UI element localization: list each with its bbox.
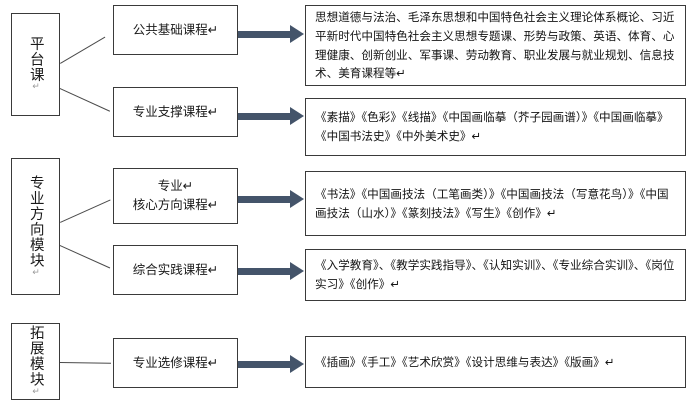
arrow-major-elective [238, 355, 304, 373]
module-pilcrow-extension: ↵ [31, 387, 41, 398]
category-box-public-basic[interactable]: 公共基础课程↵ [113, 5, 238, 55]
arrow-core-direction [238, 190, 304, 208]
category-label-core-direction-line2: 核心方向课程↵ [132, 197, 219, 212]
arrow-public-basic [238, 25, 304, 43]
detail-box-comprehensive-practice-courses[interactable]: 《入学教育》、《教学实践指导》、《认知实训》、《专业综合实训》、《岗位实习》《创… [305, 249, 686, 301]
category-label-public-basic: 公共基础课程↵ [132, 21, 219, 37]
detail-text-comprehensive-practice-courses: 《入学教育》、《教学实践指导》、《认知实训》、《专业综合实训》、《岗位实习》《创… [315, 258, 675, 291]
module-pilcrow-platform: ↵ [31, 82, 41, 94]
detail-box-major-support-courses[interactable]: 《素描》《色彩》《线描》《中国画临摹（芥子园画谱）》《中国画临摹》《中国书法史》… [305, 98, 686, 156]
category-label-core-direction-line1: 专业↵ [157, 178, 194, 194]
category-label-major-elective: 专业选修课程↵ [132, 354, 219, 370]
category-box-major-support[interactable]: 专业支撑课程↵ [113, 87, 238, 137]
category-label-major-support: 专业支撑课程↵ [132, 103, 219, 119]
arrow-comprehensive-practice [238, 262, 304, 280]
category-box-major-elective[interactable]: 专业选修课程↵ [113, 338, 238, 388]
category-box-comprehensive-practice[interactable]: 综合实践课程↵ [113, 245, 238, 295]
connector-direction-to-core [60, 199, 111, 223]
connector-direction-to-practice [59, 245, 111, 269]
detail-text-major-support-courses: 《素描》《色彩》《线描》《中国画临摹（芥子园画谱）》《中国画临摹》《中国书法史》… [315, 110, 669, 143]
detail-text-core-direction-courses: 《书法》《中国画技法（工笔画类）》《中国画技法（写意花鸟）》《中国画技法（山水）… [315, 186, 669, 220]
module-label-extension: 拓展模块 [27, 325, 44, 387]
detail-box-core-direction-courses[interactable]: 《书法》《中国画技法（工笔画类）》《中国画技法（写意花鸟）》《中国画技法（山水）… [305, 171, 686, 236]
module-pilcrow-major-direction: ↵ [31, 267, 41, 279]
category-box-core-direction[interactable]: 专业↵ 核心方向课程↵ [113, 168, 238, 224]
module-box-extension[interactable]: 拓展模块 ↵ [11, 323, 60, 400]
category-label-comprehensive-practice: 综合实践课程↵ [132, 261, 219, 277]
arrow-major-support [238, 107, 304, 125]
detail-text-public-basic-courses: 思想道德与法治、毛泽东思想和中国特色社会主义理论体系概论、习近平新时代中国特色社… [315, 9, 675, 81]
detail-box-public-basic-courses[interactable]: 思想道德与法治、毛泽东思想和中国特色社会主义理论体系概论、习近平新时代中国特色社… [305, 5, 686, 86]
module-box-platform[interactable]: 平台课 ↵ [11, 13, 60, 116]
detail-box-major-elective-courses[interactable]: 《插画》《手工》《艺术欣赏》《设计思维与表达》《版画》↵ [305, 336, 686, 388]
connector-extension-to-elective [59, 362, 111, 364]
detail-text-major-elective-courses: 《插画》《手工》《艺术欣赏》《设计思维与表达》《版画》↵ [315, 354, 615, 369]
module-label-platform: 平台课 [27, 35, 44, 83]
module-box-major-direction[interactable]: 专业方向模块 ↵ [11, 158, 60, 295]
connector-platform-to-major-support [59, 88, 111, 112]
connector-platform-to-public-basic [60, 36, 106, 64]
module-label-major-direction: 专业方向模块 [27, 174, 44, 268]
